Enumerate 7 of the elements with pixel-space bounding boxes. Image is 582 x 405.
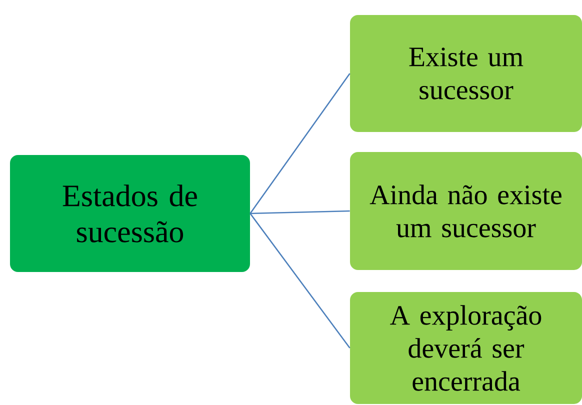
process-box: Estados de sucessão bbox=[10, 155, 250, 272]
process-box: Ainda não existe um sucessor bbox=[350, 152, 582, 270]
connector-line bbox=[250, 210, 350, 214]
connector-line bbox=[250, 213, 350, 348]
process-box: Existe um sucessor bbox=[350, 15, 582, 132]
connector-line bbox=[250, 73, 350, 214]
process-box: A exploração deverá ser encerrada bbox=[350, 292, 582, 404]
